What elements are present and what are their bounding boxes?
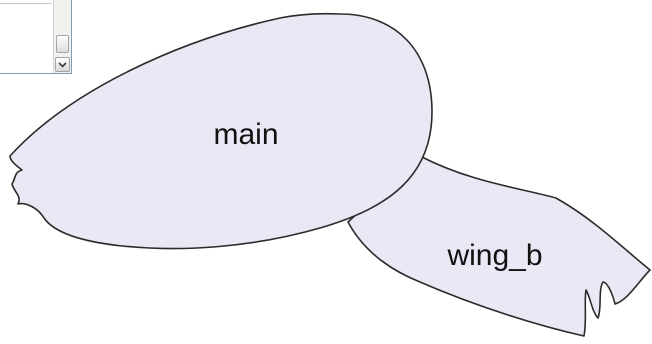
vertical-scrollbar[interactable] bbox=[53, 0, 71, 73]
wing-b-outline[interactable] bbox=[347, 155, 651, 337]
scroll-down-button[interactable] bbox=[55, 57, 70, 72]
shape-wing-b[interactable]: wing_b bbox=[347, 155, 651, 337]
shape-main[interactable]: main bbox=[9, 12, 433, 250]
list-box[interactable] bbox=[0, 0, 72, 74]
main-label: main bbox=[213, 118, 278, 151]
chevron-down-icon bbox=[58, 61, 67, 68]
wing-b-label: wing_b bbox=[446, 239, 542, 272]
scrollbar-thumb[interactable] bbox=[56, 35, 69, 53]
main-outline[interactable] bbox=[9, 12, 433, 250]
list-item-divider bbox=[0, 3, 52, 4]
